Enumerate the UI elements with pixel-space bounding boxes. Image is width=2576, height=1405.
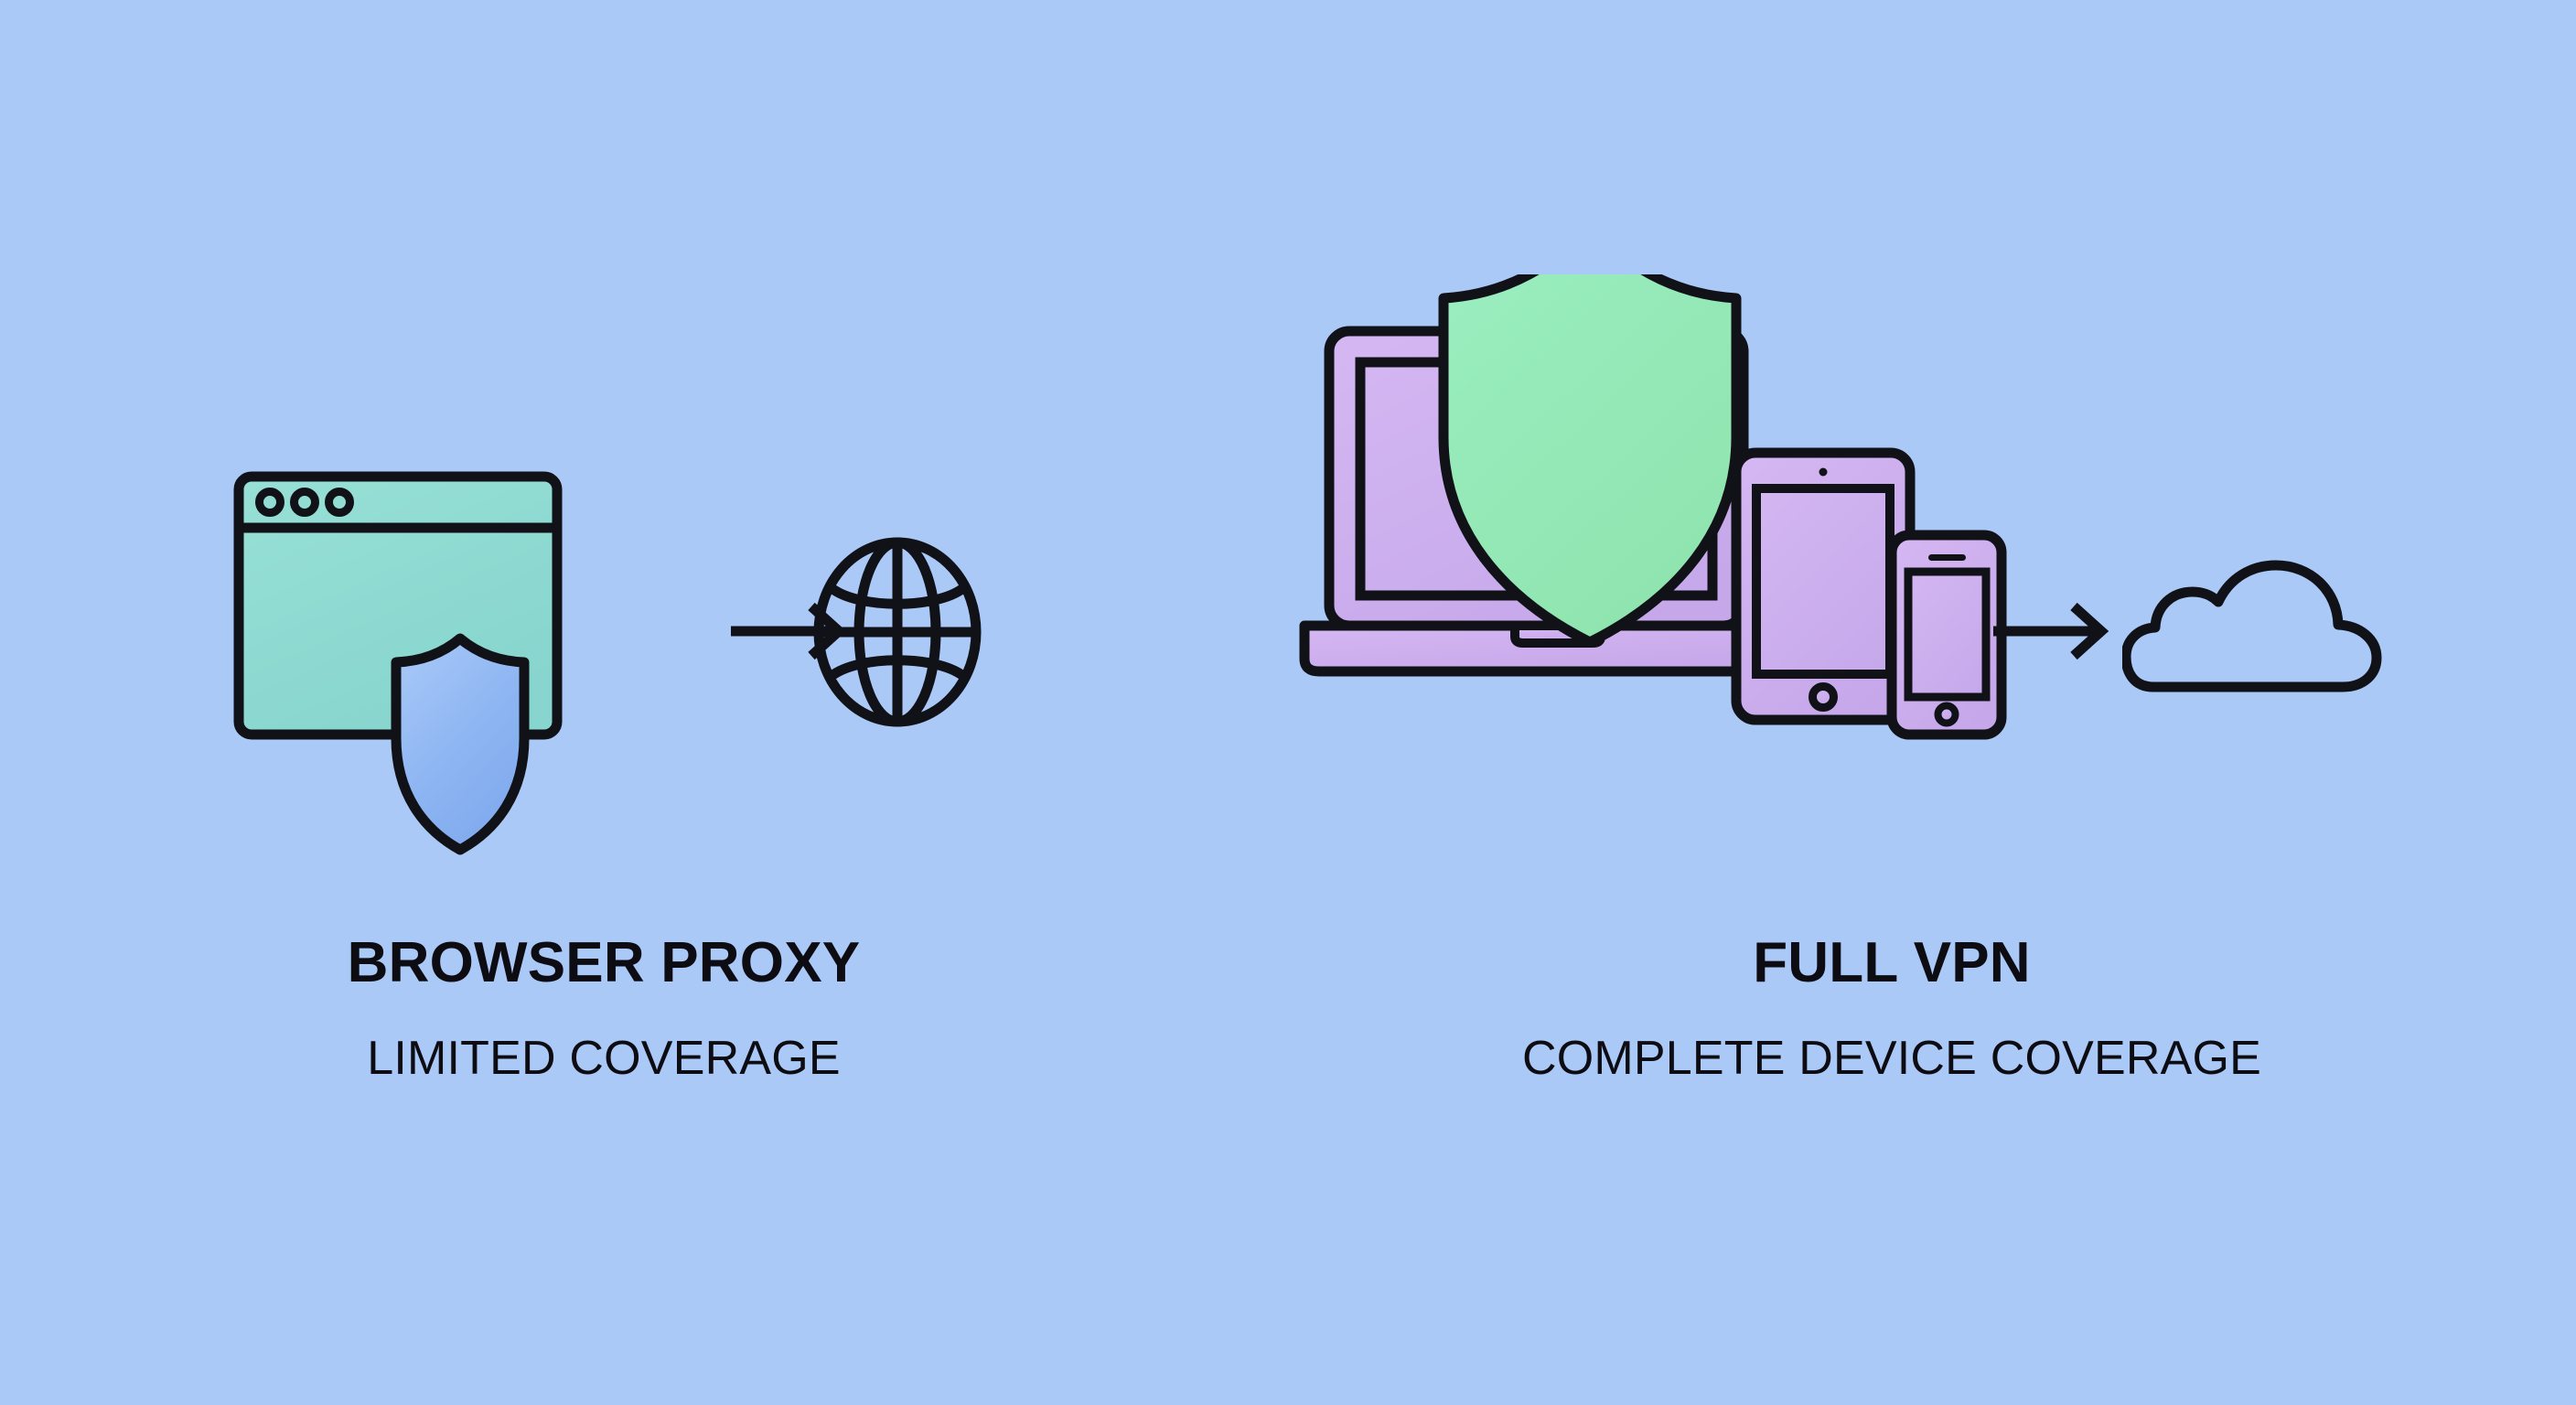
panel-browser-proxy: BROWSER PROXY LIMITED COVERAGE [0, 0, 1208, 1405]
full-vpn-artwork [1208, 0, 2576, 933]
shield-icon [391, 633, 530, 855]
arrow-right-icon [1993, 602, 2109, 660]
shield-icon [1438, 274, 1742, 648]
globe-icon [813, 537, 982, 727]
browser-proxy-artwork [0, 0, 1208, 933]
device-cluster-with-shield-group [1299, 274, 2007, 740]
tablet-icon [1731, 447, 1916, 725]
page-subtitle-browser-proxy: LIMITED COVERAGE [367, 1032, 841, 1085]
browser-window-with-shield-group [233, 471, 563, 855]
smartphone-icon [1886, 530, 2007, 740]
browser-proxy-caption: BROWSER PROXY LIMITED COVERAGE [0, 931, 1208, 1085]
page-title-browser-proxy: BROWSER PROXY [347, 931, 861, 994]
panel-full-vpn: FULL VPN COMPLETE DEVICE COVERAGE [1208, 0, 2576, 1405]
window-controls-dots [255, 488, 354, 517]
full-vpn-caption: FULL VPN COMPLETE DEVICE COVERAGE [1208, 931, 2576, 1085]
page-subtitle-full-vpn: COMPLETE DEVICE COVERAGE [1521, 1032, 2262, 1085]
page-title-full-vpn: FULL VPN [1753, 931, 2031, 994]
cloud-icon [2122, 560, 2382, 692]
